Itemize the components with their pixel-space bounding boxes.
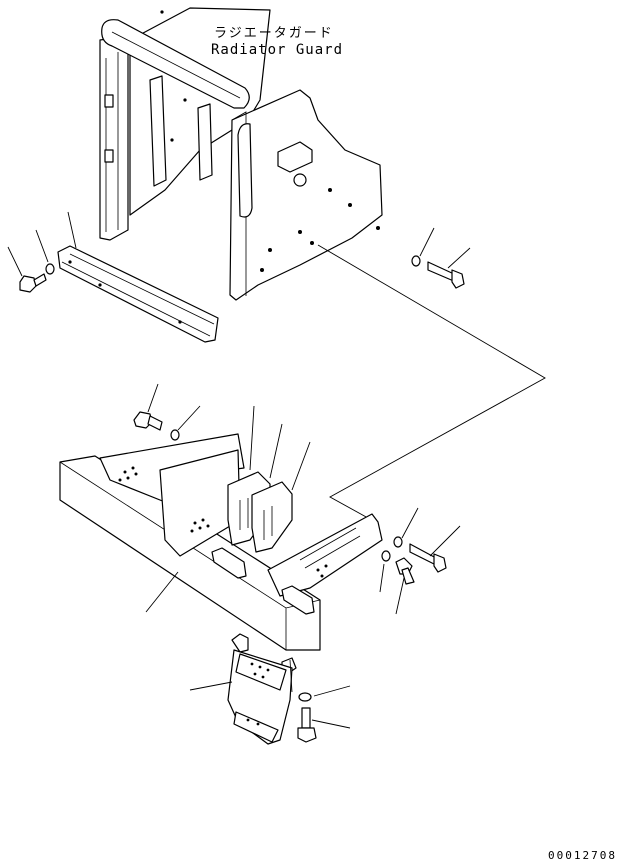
radiator-guard-right-panel	[229, 89, 383, 301]
radiator-guard-side-handle	[237, 123, 253, 218]
middle-left-washer	[170, 429, 180, 441]
upper-left-washer	[45, 263, 55, 275]
middle-right-bolt-lower	[395, 557, 415, 585]
radiator-guard-assembly	[99, 7, 383, 301]
upper-left-bolt	[19, 273, 47, 293]
front-beam-handle-left	[211, 547, 247, 579]
front-beam-handle-right	[281, 585, 315, 615]
upper-right-bolt	[427, 261, 465, 289]
radiator-guard-left-frame	[99, 35, 129, 241]
right-platform	[267, 513, 383, 597]
step-assembly	[227, 633, 297, 745]
front-beam	[59, 455, 321, 651]
step-tread-top	[235, 653, 287, 691]
caption-japanese: ラジエータガード	[214, 26, 334, 41]
caption-english: Radiator Guard	[211, 42, 344, 58]
main-frame-assembly	[59, 433, 383, 651]
drawing-number: 00012708	[548, 849, 617, 862]
radiator-guard-bottom-rail	[57, 245, 219, 343]
step-washer	[298, 692, 312, 702]
middle-left-bolt	[133, 411, 163, 431]
upper-right-washer	[411, 255, 421, 267]
middle-right-bolt-upper	[409, 543, 447, 573]
step-mount-bracket-left	[231, 633, 249, 653]
radiator-guard-top-handle	[101, 19, 250, 109]
middle-right-washer-upper	[393, 536, 403, 548]
step-tread-bottom	[233, 711, 279, 743]
step-bolt	[297, 707, 317, 743]
step-mount-guide-line	[289, 659, 293, 693]
middle-right-washer-lower	[381, 550, 391, 562]
assembly-alignment-line	[317, 244, 546, 519]
